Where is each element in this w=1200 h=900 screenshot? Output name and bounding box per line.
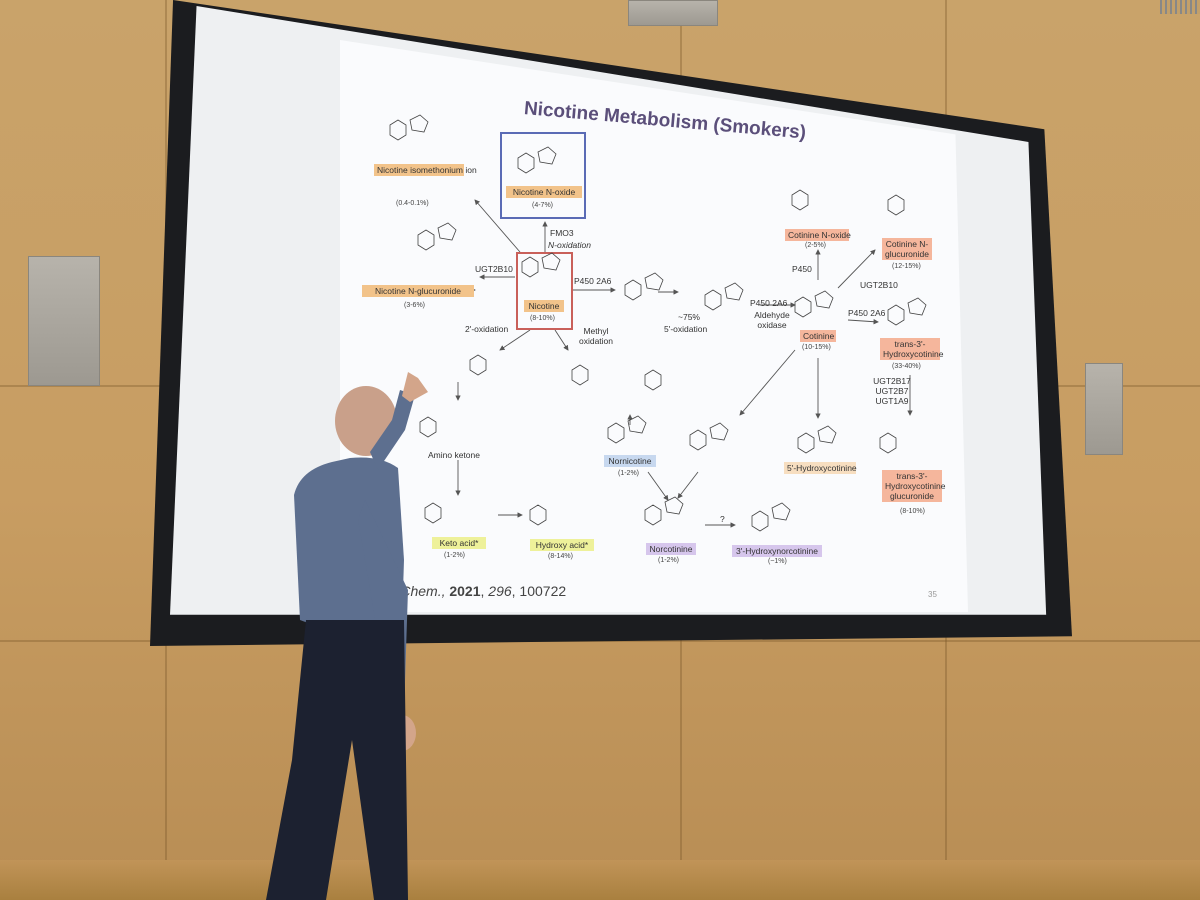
pathway-arrows <box>448 199 913 528</box>
floor <box>0 860 1200 900</box>
metabolite-percent: (8-14%) <box>548 553 573 560</box>
metabolite-percent: (10-15%) <box>802 344 831 351</box>
ceiling-vent <box>1160 0 1200 14</box>
metabolite-nicotine-n-glucuronide: Nicotine N-glucuronide <box>362 285 474 297</box>
metabolite-label-amino-ketone: Amino ketone <box>428 450 480 460</box>
nicotine-highlight-box <box>516 252 573 330</box>
reaction-label: Methyl oxidation <box>578 326 614 346</box>
metabolite-percent: (8-10%) <box>900 508 925 515</box>
metabolite-norcotinine: Norcotinine <box>646 543 696 555</box>
metabolite-percent: (1-2%) <box>444 552 466 559</box>
metabolite-percent: (0.4-0.1%) <box>396 200 429 207</box>
reaction-label: N-oxidation <box>548 240 591 250</box>
metabolite-keto-acid: Keto acid* <box>432 537 486 549</box>
left-wall-speaker <box>28 256 100 386</box>
metabolite-nornicotine: Nornicotine <box>604 455 656 467</box>
enzyme-label: UGT2B10 <box>475 264 513 274</box>
ceiling-panel <box>628 0 718 26</box>
metabolite-percent: (2-5%) <box>805 242 827 249</box>
metabolite-cotinine-n-glucuronide: Cotinine N-glucuronide <box>882 238 932 260</box>
enzyme-label: P450 <box>792 264 812 274</box>
enzyme-label: P450 2A6 <box>848 308 886 318</box>
metabolite-percent: (~1%) <box>768 558 787 565</box>
metabolite-hydroxy-acid: Hydroxy acid* <box>530 539 594 551</box>
slide-number: 35 <box>928 590 937 599</box>
enzyme-label: P450 2A6 <box>750 298 788 308</box>
metabolite-percent: (1-2%) <box>658 557 680 564</box>
metabolite-cotinine: Cotinine <box>800 330 836 342</box>
molecule-structures <box>389 114 927 532</box>
presenter-raised-hand <box>402 372 428 402</box>
enzyme-label: UGT2B10 <box>860 280 898 290</box>
metabolite-percent: (3-6%) <box>404 302 426 309</box>
metabolite-3-hydroxynorcotinine: 3'-Hydroxynorcotinine <box>732 545 822 557</box>
metabolite-nicotine: Nicotine <box>524 300 564 312</box>
metabolite-nicotine-isomethonium: Nicotine isomethonium ion <box>374 164 477 176</box>
enzyme-label: P450 2A6 <box>574 276 612 286</box>
reaction-label: 5'-oxidation <box>664 324 708 334</box>
metabolite-percent: (4-7%) <box>532 202 554 209</box>
metabolite-cotinine-n-oxide: Cotinine N-oxide <box>785 229 851 241</box>
reaction-label: 2'-oxidation <box>465 324 509 334</box>
metabolite-percent: (33-40%) <box>892 363 921 370</box>
enzyme-label: Aldehyde oxidase <box>754 310 790 330</box>
enzyme-label: FMO3 <box>550 228 574 238</box>
enzyme-label: UGT2B17 UGT2B7 UGT1A9 <box>873 376 911 406</box>
presentation-slide: Nicotine Metabolism (Smokers) <box>340 40 968 612</box>
unknown-step-label: ? <box>720 514 725 524</box>
metabolite-percent: (1-2%) <box>618 470 640 477</box>
reaction-label: ~75% <box>678 312 700 322</box>
metabolite-hydroxycotinine-glucuronide: trans-3'-Hydroxycotinine glucuronide <box>882 470 945 502</box>
right-wall-speaker <box>1085 363 1123 455</box>
metabolite-5-hydroxycotinine: 5'-Hydroxycotinine <box>784 462 857 474</box>
metabolite-percent: (8-10%) <box>530 315 555 322</box>
metabolite-trans-3-hydroxycotinine: trans-3'-Hydroxycotinine <box>880 338 943 360</box>
metabolite-percent: (12-15%) <box>892 263 921 270</box>
nicotine-n-oxide-highlight-box <box>500 132 586 219</box>
presenter-raised-arm <box>370 390 415 470</box>
presenter-trousers <box>266 620 408 900</box>
metabolite-nicotine-n-oxide: Nicotine N-oxide <box>506 186 582 198</box>
